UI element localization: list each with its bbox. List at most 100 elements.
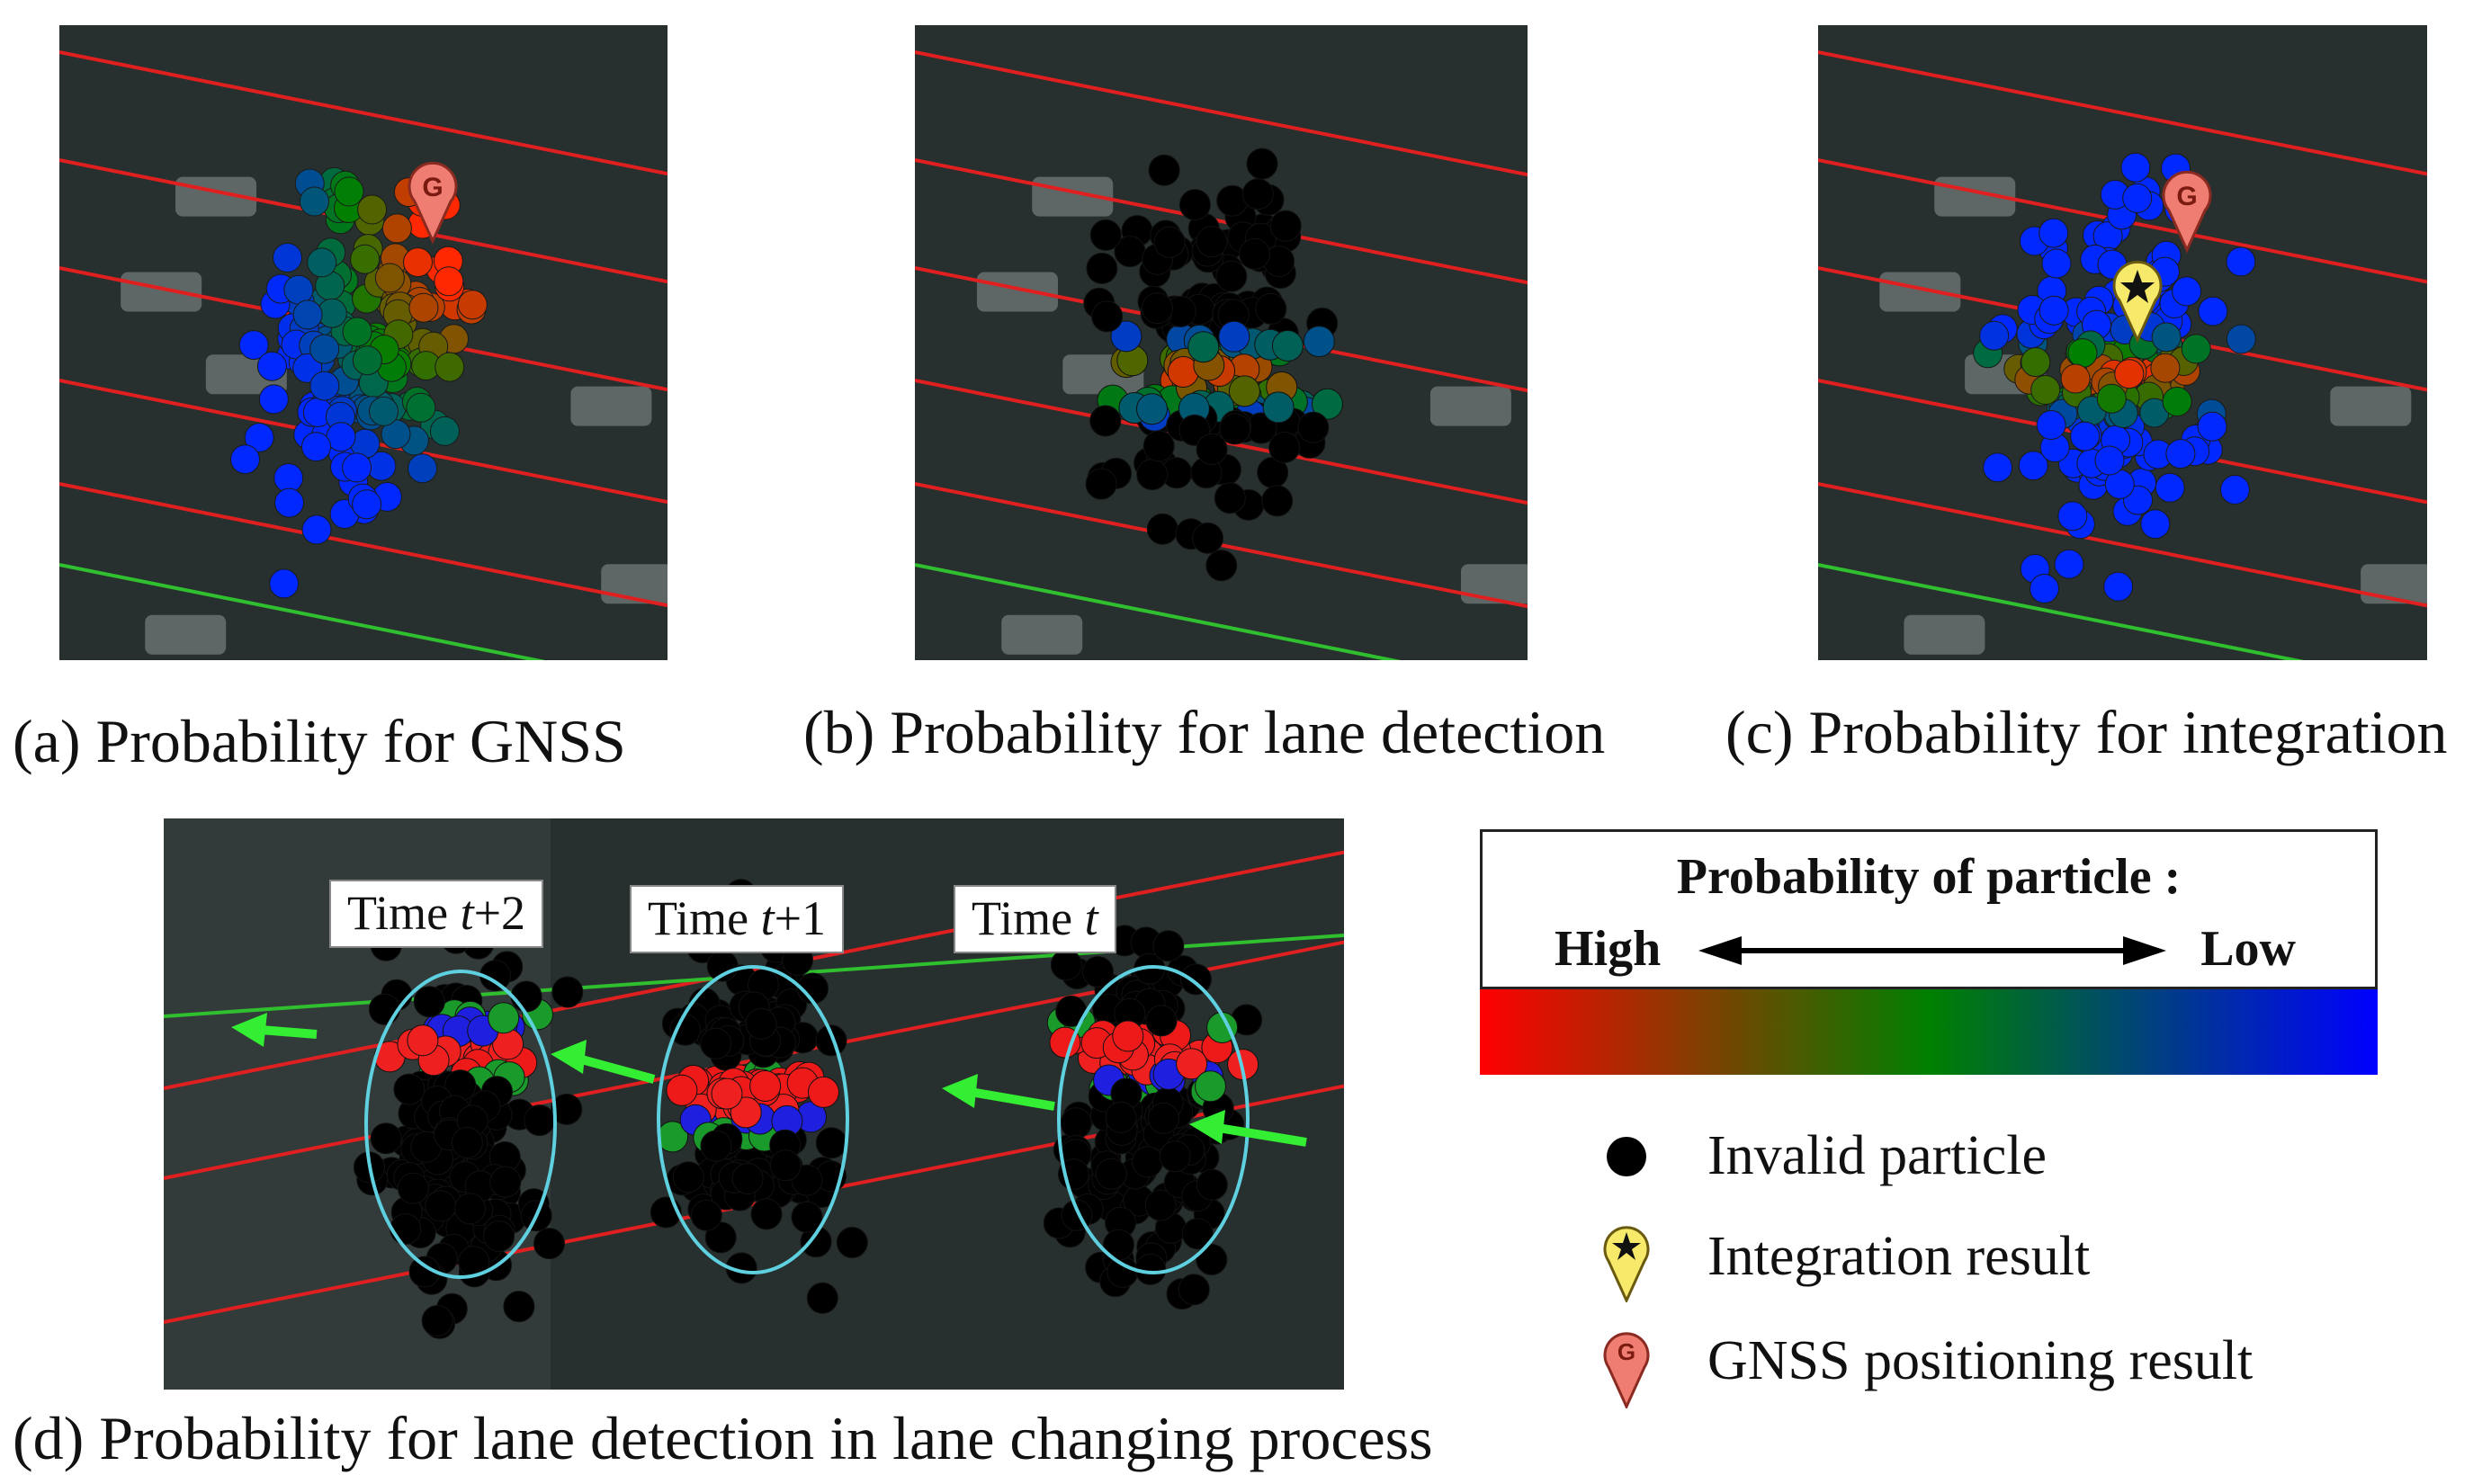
particle <box>1218 320 1250 353</box>
particle <box>2038 295 2069 326</box>
particle <box>390 1213 422 1245</box>
legend-high-label: High <box>1555 921 1662 977</box>
car-shape <box>1904 614 1985 655</box>
road-edge-line <box>915 563 1402 660</box>
particle <box>2021 347 2051 378</box>
particle <box>1141 292 1173 325</box>
motion-arrowhead <box>551 1040 587 1074</box>
svg-text:G: G <box>2176 182 2197 211</box>
particle <box>1195 1070 1226 1103</box>
particle <box>307 247 337 278</box>
particle <box>408 453 438 484</box>
motion-arrowhead <box>942 1074 978 1108</box>
particle <box>273 243 302 273</box>
car-shape <box>145 614 227 655</box>
particle <box>483 1220 515 1252</box>
particle <box>2038 218 2069 248</box>
particle <box>524 1104 556 1137</box>
particle <box>1979 320 2010 351</box>
particle <box>2114 359 2145 389</box>
particle <box>503 1291 535 1323</box>
motion-arrowhead <box>1189 1110 1225 1144</box>
road-edge-line <box>1818 563 2305 660</box>
particle <box>2030 574 2059 603</box>
particle <box>2096 383 2127 414</box>
particle <box>369 396 399 426</box>
particle <box>309 371 340 401</box>
particle <box>425 1190 457 1222</box>
particle <box>451 1126 483 1158</box>
particle <box>1297 411 1330 443</box>
particle <box>769 1149 802 1182</box>
particle <box>381 213 412 244</box>
time-ellipse <box>1057 965 1250 1274</box>
particle <box>1261 485 1294 517</box>
particle <box>745 1007 777 1040</box>
particle-map-gnss: G <box>59 25 668 660</box>
particle <box>806 1282 838 1314</box>
particle <box>551 1093 583 1125</box>
particle <box>1089 405 1122 437</box>
particle <box>2122 183 2153 213</box>
particle <box>551 976 584 1008</box>
particle <box>1239 237 1271 270</box>
gnss-pin-icon: G <box>2162 170 2212 254</box>
particle <box>2150 353 2181 383</box>
particle <box>1214 482 1246 514</box>
particle <box>393 1073 426 1105</box>
particle <box>666 1074 698 1106</box>
particle <box>374 263 405 293</box>
particle <box>1196 434 1228 465</box>
particle <box>1196 226 1228 258</box>
particle <box>1142 430 1175 462</box>
motion-arrow <box>1206 1122 1307 1147</box>
probability-legend: Probability of particle : High Low <box>1480 829 2378 989</box>
particle <box>2165 439 2196 469</box>
particle <box>1061 1199 1093 1231</box>
particle <box>1268 432 1301 463</box>
particle <box>334 176 364 207</box>
particle <box>2181 334 2211 364</box>
particle <box>1269 210 1302 242</box>
time-ellipse <box>657 965 849 1274</box>
particle <box>1312 388 1343 420</box>
particle <box>2060 363 2091 394</box>
particle <box>292 299 323 330</box>
particle <box>815 1024 847 1057</box>
particle <box>704 1221 737 1254</box>
particle <box>1145 1005 1178 1037</box>
time-label-t-plus-2: Time t+2 <box>329 880 544 948</box>
particle <box>1178 189 1211 221</box>
particle <box>256 351 287 381</box>
svg-text:G: G <box>422 173 443 202</box>
car-shape <box>1001 614 1083 655</box>
particle <box>350 244 381 274</box>
particle <box>730 1096 762 1129</box>
particle <box>429 416 460 446</box>
panel-c-map: G <box>1818 25 2427 660</box>
particle <box>2054 549 2084 579</box>
double-arrow-icon <box>1698 936 2166 965</box>
particle <box>2018 451 2048 481</box>
particle <box>1228 375 1260 407</box>
particle <box>454 1193 486 1225</box>
particle <box>1196 1244 1228 1275</box>
caption-d: (d) Probability for lane detection in la… <box>13 1404 1433 1472</box>
particle <box>1159 1140 1191 1173</box>
particle <box>258 384 289 415</box>
legend-item-gnss: GNSS positioning result <box>1707 1330 2254 1391</box>
particle <box>1176 1048 1208 1080</box>
particle <box>815 1127 847 1159</box>
gnss-pin-icon: G <box>1603 1332 1650 1408</box>
car-shape <box>121 272 202 312</box>
star-pin-icon <box>2112 260 2163 344</box>
particle <box>672 1161 704 1193</box>
particle <box>403 247 433 278</box>
particle <box>1091 300 1124 333</box>
road-edge-line <box>59 563 546 660</box>
car-shape <box>2361 564 2427 604</box>
particle <box>510 980 542 1013</box>
particle <box>533 1228 565 1260</box>
particle <box>408 292 439 323</box>
particle <box>690 1199 722 1231</box>
